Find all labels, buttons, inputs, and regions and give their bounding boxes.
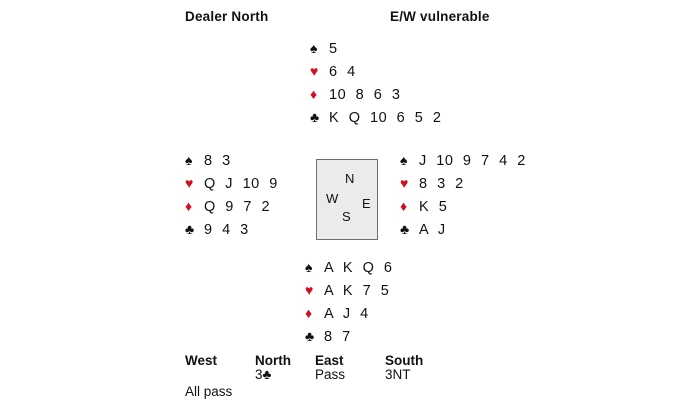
heart-icon: ♥: [400, 175, 409, 191]
dealer-label: Dealer North: [185, 9, 269, 24]
auction-header-east: East: [315, 353, 344, 368]
club-icon: ♣: [185, 221, 195, 237]
north-hearts-cards: 6 4: [329, 64, 356, 80]
diamond-icon: ♦: [400, 198, 408, 214]
north-hand: ♠ 5 ♥ 6 4 ♦ 10 8 6 3 ♣ K Q 10 6 5 2: [310, 40, 441, 132]
east-clubs-cards: A J: [419, 222, 446, 238]
west-clubs-cards: 9 4 3: [204, 222, 249, 238]
east-hearts-cards: 8 3 2: [419, 176, 464, 192]
south-clubs-cards: 8 7: [324, 329, 351, 345]
west-hearts-row: ♥ Q J 10 9: [185, 175, 278, 198]
south-clubs-row: ♣ 8 7: [305, 328, 392, 351]
heart-icon: ♥: [305, 282, 314, 298]
spade-icon: ♠: [400, 152, 408, 168]
club-icon: ♣: [310, 109, 320, 125]
compass-north-label: N: [345, 171, 355, 186]
auction-header-north: North: [255, 353, 291, 368]
south-diamonds-row: ♦ A J 4: [305, 305, 392, 328]
auction-footer: All pass: [185, 384, 233, 399]
north-clubs-cards: K Q 10 6 5 2: [329, 110, 442, 126]
west-spades-cards: 8 3: [204, 153, 231, 169]
vulnerability-label: E/W vulnerable: [390, 9, 490, 24]
south-hearts-cards: A K 7 5: [324, 283, 390, 299]
spade-icon: ♠: [310, 40, 318, 56]
compass-east-label: E: [362, 196, 371, 211]
north-diamonds-cards: 10 8 6 3: [329, 87, 401, 103]
east-spades-cards: J 10 9 7 4 2: [419, 153, 526, 169]
west-hearts-cards: Q J 10 9: [204, 176, 278, 192]
bid-south: 3NT: [385, 367, 411, 382]
spade-icon: ♠: [185, 152, 193, 168]
diamond-icon: ♦: [185, 198, 193, 214]
bid-east: Pass: [315, 367, 346, 382]
compass-west-label: W: [326, 191, 339, 206]
east-hearts-row: ♥ 8 3 2: [400, 175, 526, 198]
south-spades-cards: A K Q 6: [324, 260, 393, 276]
west-diamonds-cards: Q 9 7 2: [204, 199, 271, 215]
north-spades-row: ♠ 5: [310, 40, 441, 63]
west-diamonds-row: ♦ Q 9 7 2: [185, 198, 278, 221]
north-spades-cards: 5: [329, 41, 338, 57]
east-diamonds-cards: K 5: [419, 199, 448, 215]
club-icon: ♣: [305, 328, 315, 344]
spade-icon: ♠: [305, 259, 313, 275]
west-hand: ♠ 8 3 ♥ Q J 10 9 ♦ Q 9 7 2 ♣ 9 4 3: [185, 152, 278, 244]
diamond-icon: ♦: [305, 305, 313, 321]
north-clubs-row: ♣ K Q 10 6 5 2: [310, 109, 441, 132]
compass-box: N W E S: [316, 159, 378, 240]
north-hearts-row: ♥ 6 4: [310, 63, 441, 86]
east-clubs-row: ♣ A J: [400, 221, 526, 244]
south-hand: ♠ A K Q 6 ♥ A K 7 5 ♦ A J 4 ♣ 8 7: [305, 259, 392, 351]
auction-header-south: South: [385, 353, 424, 368]
south-hearts-row: ♥ A K 7 5: [305, 282, 392, 305]
west-spades-row: ♠ 8 3: [185, 152, 278, 175]
heart-icon: ♥: [310, 63, 319, 79]
club-icon: ♣: [400, 221, 410, 237]
diamond-icon: ♦: [310, 86, 318, 102]
heart-icon: ♥: [185, 175, 194, 191]
south-diamonds-cards: A J 4: [324, 306, 369, 322]
east-hand: ♠ J 10 9 7 4 2 ♥ 8 3 2 ♦ K 5 ♣ A J: [400, 152, 526, 244]
east-spades-row: ♠ J 10 9 7 4 2: [400, 152, 526, 175]
south-spades-row: ♠ A K Q 6: [305, 259, 392, 282]
bid-north: 3♣: [255, 367, 272, 382]
west-clubs-row: ♣ 9 4 3: [185, 221, 278, 244]
auction-header-west: West: [185, 353, 218, 368]
compass-south-label: S: [342, 209, 351, 224]
north-diamonds-row: ♦ 10 8 6 3: [310, 86, 441, 109]
east-diamonds-row: ♦ K 5: [400, 198, 526, 221]
